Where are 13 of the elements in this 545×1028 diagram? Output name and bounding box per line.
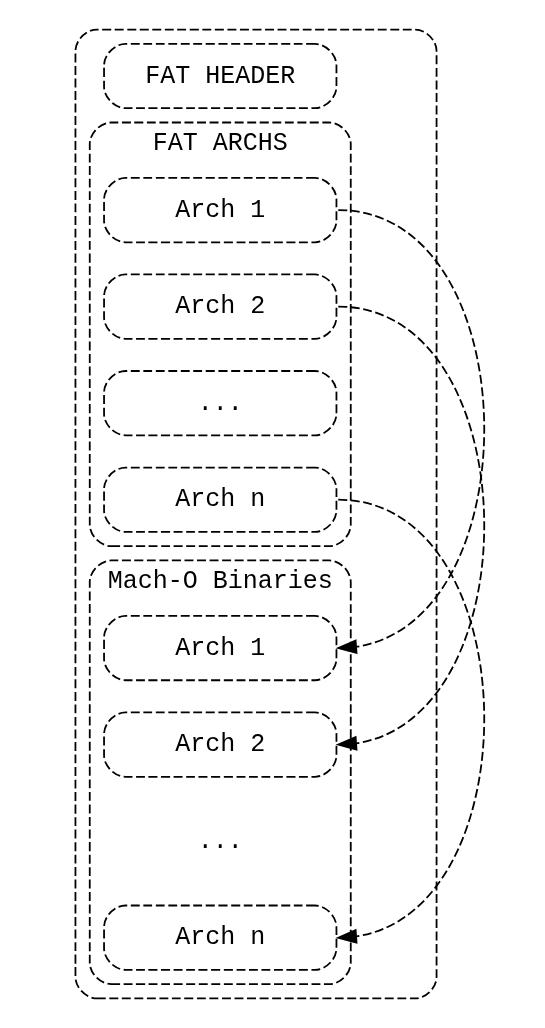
arrow [335, 305, 485, 751]
node-box: Arch 2 [102, 711, 337, 778]
node-box: ... [102, 370, 337, 437]
label: ... [197, 826, 243, 856]
arrow [335, 498, 485, 944]
node-box: Arch n [102, 904, 337, 971]
node-box: FAT HEADER [102, 42, 337, 110]
node-box: Arch 1 [102, 615, 337, 682]
cluster [74, 28, 437, 1000]
node-box: Arch n [102, 466, 337, 533]
arrow [335, 209, 485, 655]
node-box: Arch 1 [102, 177, 337, 244]
node-box: Arch 2 [102, 273, 337, 340]
